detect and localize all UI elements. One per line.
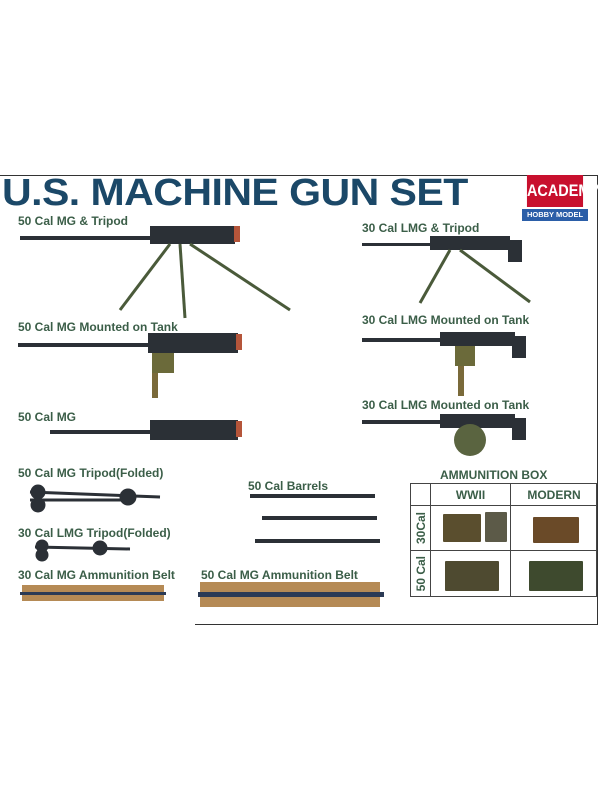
50cal-barrels-illustration — [250, 494, 380, 543]
label-30cal-tripod: 30 Cal LMG & Tripod — [362, 221, 480, 235]
label-30cal-belt: 30 Cal MG Ammunition Belt — [18, 568, 175, 582]
50cal-tank-mount-illustration — [18, 333, 242, 398]
row-label-50cal: 50 Cal — [413, 556, 428, 592]
col-header-modern: MODERN — [511, 484, 597, 506]
30cal-ammo-belt-illustration — [20, 585, 166, 601]
ammo-box-image — [533, 517, 579, 543]
academy-logo: ACADEMY HOBBY MODEL KITS — [522, 175, 600, 231]
50cal-ammo-belt-illustration — [198, 582, 384, 607]
frame-top-line — [0, 175, 598, 176]
ammo-box-table: WWII MODERN 30Cal 50 Cal — [410, 483, 597, 597]
label-50cal-tripod: 50 Cal MG & Tripod — [18, 214, 129, 228]
frame-bottom-line — [195, 624, 598, 625]
label-50cal-barrels: 50 Cal Barrels — [248, 479, 329, 493]
label-30cal-tripod-folded: 30 Cal LMG Tripod(Folded) — [18, 526, 171, 540]
row-header-30cal: 30Cal — [411, 506, 431, 551]
ammo-box-image — [485, 512, 507, 542]
logo-tagline: HOBBY MODEL KITS — [522, 209, 588, 231]
ammo-box-image — [445, 561, 499, 591]
50cal-mg-illustration — [50, 420, 242, 440]
cell-30cal-modern — [511, 506, 597, 551]
ammo-box-title: AMMUNITION BOX — [440, 468, 548, 482]
ammo-box-image — [443, 514, 481, 542]
row-header-50cal: 50 Cal — [411, 551, 431, 597]
50cal-mg-tripod-illustration — [20, 226, 291, 319]
label-50cal-belt: 50 Cal MG Ammunition Belt — [201, 568, 358, 582]
product-title: U.S. MACHINE GUN SET — [2, 172, 468, 214]
logo-brand: ACADEMY — [526, 175, 600, 207]
cell-50cal-modern — [511, 551, 597, 597]
30cal-tank-mount-2-illustration — [362, 414, 526, 456]
frame-right-line — [597, 175, 598, 625]
col-header-wwii: WWII — [431, 484, 511, 506]
corner-cell — [411, 484, 431, 506]
30cal-lmg-tripod-illustration — [362, 236, 531, 304]
label-50cal-mg: 50 Cal MG — [18, 410, 77, 424]
30cal-tripod-folded-illustration — [34, 539, 131, 562]
label-50cal-tripod-folded: 50 Cal MG Tripod(Folded) — [18, 466, 164, 480]
30cal-tank-mount-illustration — [362, 332, 526, 396]
cell-30cal-wwii — [431, 506, 511, 551]
label-30cal-tank-1: 30 Cal LMG Mounted on Tank — [362, 313, 530, 327]
cell-50cal-wwii — [431, 551, 511, 597]
label-50cal-tank: 50 Cal MG Mounted on Tank — [18, 320, 178, 334]
ammo-box-image — [529, 561, 583, 591]
label-30cal-tank-2: 30 Cal LMG Mounted on Tank — [362, 398, 530, 412]
row-label-30cal: 30Cal — [413, 511, 428, 545]
50cal-tripod-folded-illustration — [29, 484, 161, 513]
